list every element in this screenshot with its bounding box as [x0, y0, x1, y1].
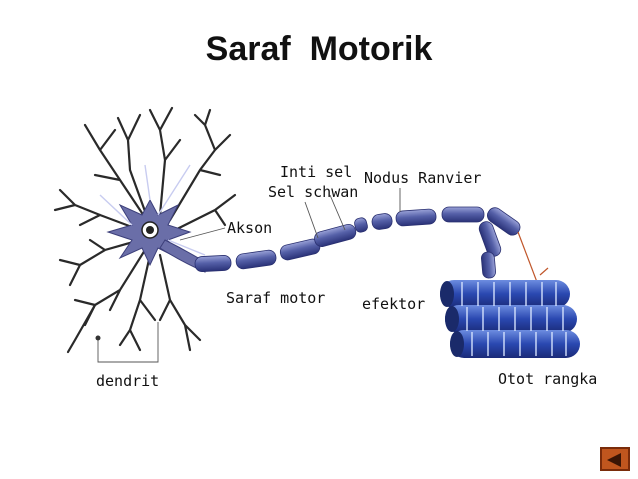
- label-sel-schwan: Sel schwan: [268, 183, 358, 201]
- label-akson: Akson: [227, 219, 272, 237]
- dendrites: [53, 106, 237, 354]
- neuron-cell-body: [106, 198, 206, 273]
- page-title: Saraf Motorik: [205, 30, 433, 68]
- label-inti-sel: Inti sel: [280, 163, 352, 181]
- label-otot-rangka: Otot rangka: [498, 370, 597, 388]
- back-arrow-icon: [607, 453, 621, 467]
- back-arrow-button[interactable]: [600, 447, 630, 471]
- skeletal-muscle-fibers: [440, 280, 580, 358]
- label-dendrit: dendrit: [96, 372, 159, 390]
- myelin-sheath-segments: [194, 206, 521, 279]
- nucleus-icon: [141, 221, 159, 239]
- label-nodus-ranvier: Nodus Ranvier: [364, 169, 481, 187]
- label-saraf-motor: Saraf motor: [226, 289, 325, 307]
- label-efektor: efektor: [362, 295, 425, 313]
